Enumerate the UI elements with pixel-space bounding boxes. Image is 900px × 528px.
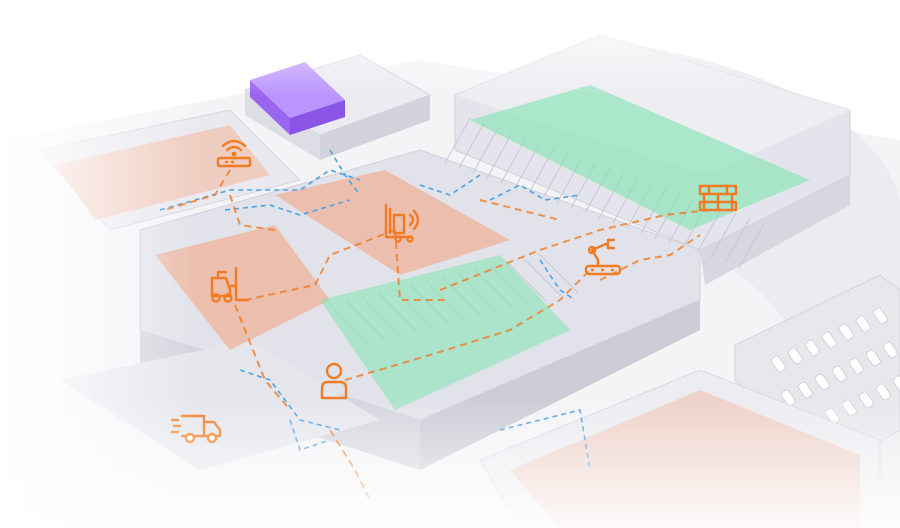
smart-warehouse-illustration [0, 0, 900, 528]
warehouse-isometric-svg [0, 0, 900, 528]
top-fade-overlay [0, 0, 900, 528]
